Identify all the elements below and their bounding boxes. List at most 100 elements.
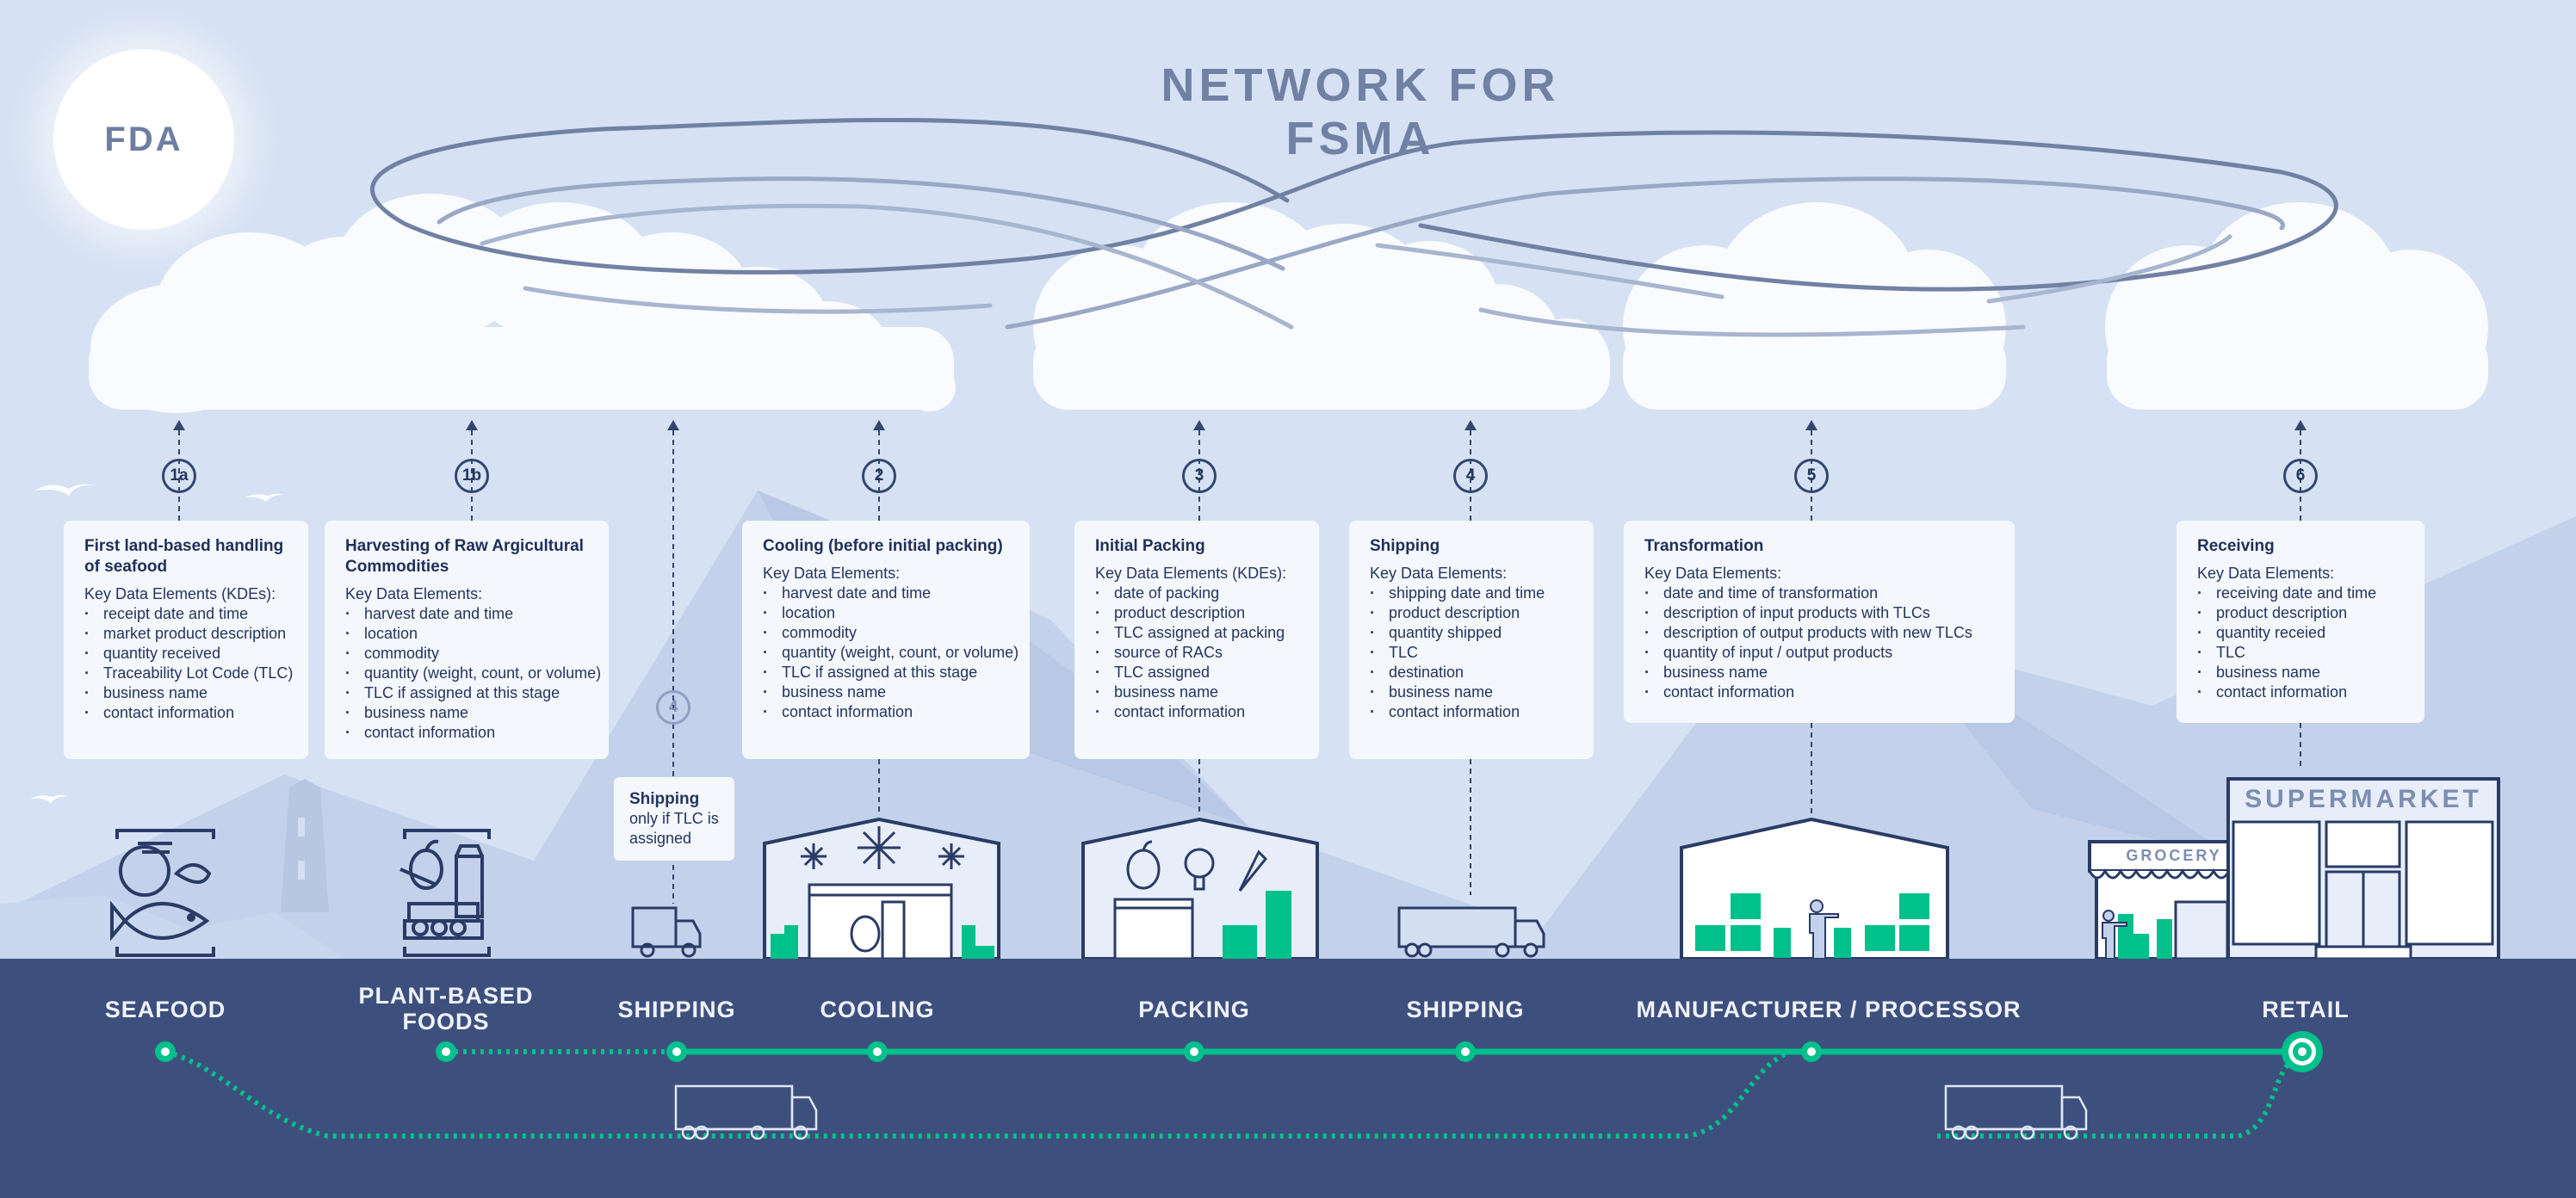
kde-item: receipt date and time bbox=[84, 604, 288, 624]
stage-label-cooling: COOLING bbox=[820, 997, 935, 1022]
kde-card-seafood: First land-based handling of seafood Key… bbox=[64, 521, 308, 759]
cloud-4 bbox=[2105, 202, 2488, 410]
card-kde-heading: Key Data Elements: bbox=[345, 585, 483, 602]
green-crates bbox=[771, 925, 994, 959]
grocery-sign: GROCERY bbox=[2126, 847, 2222, 864]
kde-item: quantity shipped bbox=[1370, 623, 1573, 643]
stage-label-retail: RETAIL bbox=[2262, 997, 2350, 1022]
step-marker-1b: 1b bbox=[455, 459, 489, 493]
kde-item: product description bbox=[1370, 603, 1573, 623]
node-shipping-2 bbox=[1455, 1041, 1476, 1062]
kde-item: TLC bbox=[2197, 643, 2404, 663]
retail-route bbox=[1937, 1060, 2293, 1139]
kde-item: TLC assigned at packing bbox=[1095, 623, 1298, 643]
step-marker-4: 4 bbox=[1453, 459, 1488, 493]
step-marker-6: 6 bbox=[2283, 459, 2318, 493]
kde-item: commodity bbox=[345, 644, 588, 664]
kde-item: contact information bbox=[763, 702, 1009, 722]
card-kde-heading: Key Data Elements: bbox=[763, 565, 901, 582]
kde-item: business name bbox=[1644, 663, 1994, 682]
supply-chain-path bbox=[155, 1031, 2323, 1140]
node-retail bbox=[2282, 1031, 2323, 1072]
stage-label-plant-based-foods: PLANT-BASED FOODS bbox=[358, 983, 534, 1034]
card-title: Transformation bbox=[1644, 537, 1764, 555]
card-title: First land-based handling of seafood bbox=[84, 537, 284, 576]
kde-item: description of output products with new … bbox=[1644, 623, 1994, 643]
card-kde-heading: Key Data Elements: bbox=[1644, 565, 1782, 582]
seafood-icon bbox=[110, 829, 215, 957]
produce-icons bbox=[1126, 840, 1268, 892]
node-cooling bbox=[867, 1041, 888, 1062]
kde-card-receiving: Receiving Key Data Elements: receiving d… bbox=[2177, 521, 2424, 723]
stage-label-seafood: SEAFOOD bbox=[104, 997, 226, 1022]
kde-item: contact information bbox=[1095, 702, 1298, 722]
kde-item: quantity receied bbox=[2197, 623, 2404, 643]
kde-card-harvesting: Harvesting of Raw Argicultural Commoditi… bbox=[325, 521, 609, 759]
stage-label-manufacturer-processor: MANUFACTURER / PROCESSOR bbox=[1636, 997, 2022, 1022]
node-manufacturer bbox=[1801, 1041, 1822, 1062]
node-packing bbox=[1184, 1041, 1204, 1062]
small-truck-icon bbox=[631, 906, 702, 958]
kde-list: shipping date and time product descripti… bbox=[1370, 584, 1573, 722]
kde-item: shipping date and time bbox=[1370, 584, 1573, 603]
step-marker-3: 3 bbox=[1182, 459, 1217, 493]
kde-item: quantity received bbox=[84, 644, 288, 664]
birds bbox=[30, 484, 283, 803]
kde-list: date of packing product description TLC … bbox=[1095, 584, 1298, 722]
card-kde-heading: Key Data Elements: bbox=[1370, 565, 1508, 582]
plant-based-foods-icon bbox=[399, 829, 491, 957]
card-title: Initial Packing bbox=[1095, 537, 1205, 555]
optional-shipping-note: only if TLC is assigned bbox=[629, 810, 719, 847]
network-loops bbox=[370, 117, 2338, 337]
kde-item: harvest date and time bbox=[345, 604, 588, 624]
kde-card-transformation: Transformation Key Data Elements: date a… bbox=[1624, 521, 2015, 723]
kde-item: business name bbox=[84, 683, 288, 703]
green-crates bbox=[1223, 891, 1291, 959]
kde-item: market product description bbox=[84, 624, 288, 644]
kde-item: TLC if assigned at this stage bbox=[345, 683, 588, 703]
kde-item: business name bbox=[1095, 682, 1298, 702]
card-title: Harvesting of Raw Argicultural Commoditi… bbox=[345, 537, 584, 576]
step-marker-5: 5 bbox=[1794, 459, 1829, 493]
kde-item: business name bbox=[2197, 663, 2404, 682]
kde-item: destination bbox=[1370, 663, 1573, 682]
supply-chain-band bbox=[0, 959, 2576, 1198]
cloud-3 bbox=[1623, 202, 2006, 410]
kde-card-shipping: Shipping Key Data Elements: shipping dat… bbox=[1349, 521, 1594, 759]
kde-item: location bbox=[345, 624, 588, 644]
stage-label-shipping: SHIPPING bbox=[617, 997, 736, 1022]
kde-item: contact information bbox=[1370, 702, 1573, 722]
card-kde-heading: Key Data Elements: bbox=[2197, 565, 2335, 582]
kde-item: date and time of transformation bbox=[1644, 584, 1994, 603]
delivery-truck-icon bbox=[1397, 906, 1545, 958]
stage-nodes bbox=[155, 1031, 2323, 1072]
kde-item: contact information bbox=[1644, 682, 1994, 702]
lighthouse-icon bbox=[281, 779, 329, 912]
snowflake-icons bbox=[801, 826, 964, 960]
card-title: Receiving bbox=[2197, 537, 2275, 555]
kde-item: contact information bbox=[2197, 682, 2404, 702]
kde-item: description of input products with TLCs bbox=[1644, 603, 1994, 623]
fda-sun: FDA bbox=[53, 49, 234, 230]
card-kde-heading: Key Data Elements (KDEs): bbox=[84, 585, 276, 602]
clouds bbox=[89, 194, 2488, 413]
card-title: Shipping bbox=[1370, 537, 1440, 555]
fda-label: FDA bbox=[104, 120, 183, 158]
kde-item: date of packing bbox=[1095, 584, 1298, 603]
kde-item: business name bbox=[1370, 682, 1573, 702]
kde-item: business name bbox=[345, 703, 588, 723]
stage-label-packing: PACKING bbox=[1138, 997, 1250, 1022]
connector-arrows bbox=[173, 420, 2307, 430]
kde-item: quantity (weight, count, or volume) bbox=[345, 664, 601, 683]
kde-item: location bbox=[763, 603, 1009, 623]
kde-item: product description bbox=[1095, 603, 1298, 623]
kde-card-cooling: Cooling (before initial packing) Key Dat… bbox=[742, 521, 1030, 759]
kde-item: TLC if assigned at this stage bbox=[763, 663, 1009, 682]
cooling-warehouse-icon bbox=[763, 817, 1000, 960]
stage-label-shipping-2: SHIPPING bbox=[1406, 997, 1525, 1022]
supermarket-sign: SUPERMARKET bbox=[2245, 785, 2482, 813]
card-title: Cooling (before initial packing) bbox=[763, 537, 1003, 555]
kde-item: quantity of input / output products bbox=[1644, 643, 1994, 663]
node-plant-based bbox=[436, 1041, 456, 1062]
